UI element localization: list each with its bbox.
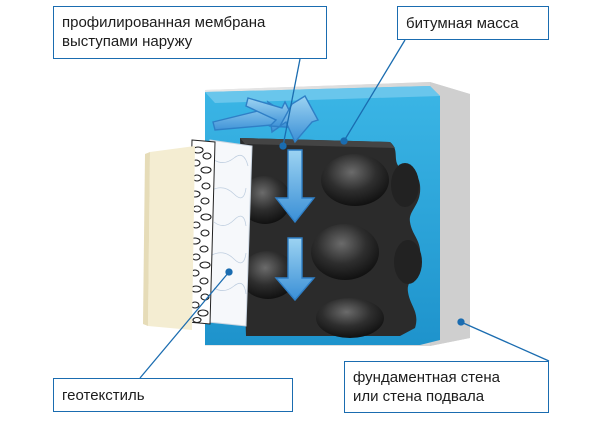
bitumen-label-text: битумная масса bbox=[406, 15, 519, 32]
leader-lines bbox=[139, 39, 550, 379]
membrane-label: профилированная мембрана выступами наруж… bbox=[53, 6, 327, 59]
geotextile-label-text: геотекстиль bbox=[62, 387, 145, 404]
bitumen-label: битумная масса bbox=[397, 6, 549, 40]
wall-label-line-1: фундаментная стена bbox=[353, 369, 500, 386]
membrane-label-line-2: выступами наружу bbox=[62, 33, 193, 50]
membrane-label-line-1: профилированная мембрана bbox=[62, 14, 266, 31]
wall-label-line-2: или стена подвала bbox=[353, 388, 485, 405]
water-flow-arrows bbox=[212, 95, 320, 302]
geotextile-label: геотекстиль bbox=[53, 378, 293, 412]
dimpled-membrane bbox=[239, 138, 422, 338]
insulation-board bbox=[143, 146, 195, 330]
foundation-wall-label: фундаментная стена или стена подвала bbox=[344, 361, 549, 413]
